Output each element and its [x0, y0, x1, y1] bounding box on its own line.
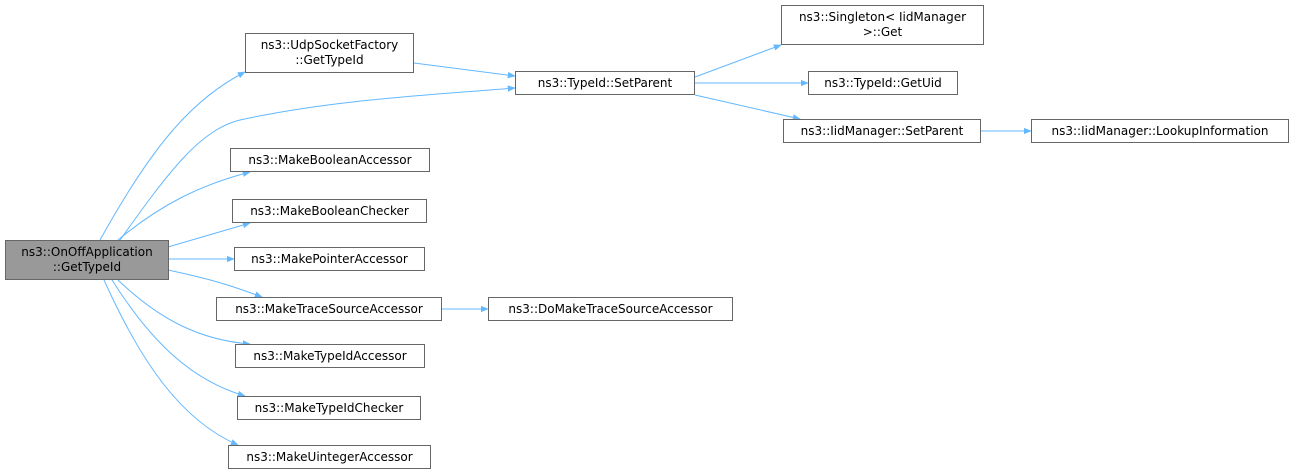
node-ptracc[interactable]: ns3::MakePointerAccessor	[234, 247, 425, 271]
call-edge	[167, 269, 263, 298]
node-boolchk[interactable]: ns3::MakeBooleanChecker	[232, 199, 427, 223]
node-label: ns3::MakeTypeIdChecker	[254, 400, 404, 415]
call-edge	[413, 62, 516, 79]
node-label: ::GetTypeId	[295, 53, 364, 67]
call-edge	[694, 44, 782, 78]
node-iidsetparent[interactable]: ns3::IidManager::SetParent	[783, 119, 981, 143]
node-label: ns3::OnOffApplication	[21, 245, 153, 259]
node-label: ns3::MakeUintegerAccessor	[246, 449, 413, 464]
node-udp[interactable]: ns3::UdpSocketFactory::GetTypeId	[245, 33, 414, 73]
node-setparent[interactable]: ns3::TypeId::SetParent	[515, 71, 695, 95]
node-label: ns3::TypeId::GetUid	[824, 75, 942, 90]
node-label: ::GetTypeId	[52, 260, 122, 274]
node-label: ns3::IidManager::SetParent	[800, 123, 964, 138]
node-boolacc[interactable]: ns3::MakeBooleanAccessor	[230, 148, 430, 172]
call-edge	[119, 85, 516, 241]
call-edge	[694, 94, 801, 121]
node-label: ns3::DoMakeTraceSourceAccessor	[508, 301, 713, 316]
node-label: ns3::MakeTraceSourceAccessor	[235, 301, 423, 316]
node-typeidacc[interactable]: ns3::MakeTypeIdAccessor	[235, 344, 425, 368]
node-label: ns3::MakePointerAccessor	[251, 251, 408, 266]
node-getuid[interactable]: ns3::TypeId::GetUid	[808, 71, 958, 95]
call-edge	[117, 170, 251, 241]
node-label: >::Get	[862, 25, 903, 39]
node-label: ns3::MakeBooleanChecker	[250, 203, 409, 218]
node-typeidchk[interactable]: ns3::MakeTypeIdChecker	[237, 396, 421, 420]
node-label: ns3::MakeTypeIdAccessor	[253, 348, 407, 363]
node-onoff[interactable]: ns3::OnOffApplication::GetTypeId	[5, 240, 169, 280]
node-label: ns3::IidManager::LookupInformation	[1051, 123, 1269, 138]
node-label: ns3::MakeBooleanAccessor	[248, 152, 412, 167]
node-singleton[interactable]: ns3::Singleton< IidManager>::Get	[781, 5, 984, 45]
call-edge	[99, 71, 246, 241]
node-traceacc[interactable]: ns3::MakeTraceSourceAccessor	[216, 297, 442, 321]
node-label: ns3::UdpSocketFactory	[260, 38, 399, 52]
call-edge	[167, 221, 251, 248]
call-edge	[111, 279, 246, 398]
node-uintacc[interactable]: ns3::MakeUintegerAccessor	[228, 445, 431, 469]
node-lookup[interactable]: ns3::IidManager::LookupInformation	[1031, 119, 1289, 143]
node-label: ns3::TypeId::SetParent	[537, 75, 673, 90]
node-label: ns3::Singleton< IidManager	[798, 10, 967, 24]
call-edge	[117, 279, 251, 347]
call-edge	[103, 279, 239, 446]
node-dotrace[interactable]: ns3::DoMakeTraceSourceAccessor	[488, 297, 733, 321]
